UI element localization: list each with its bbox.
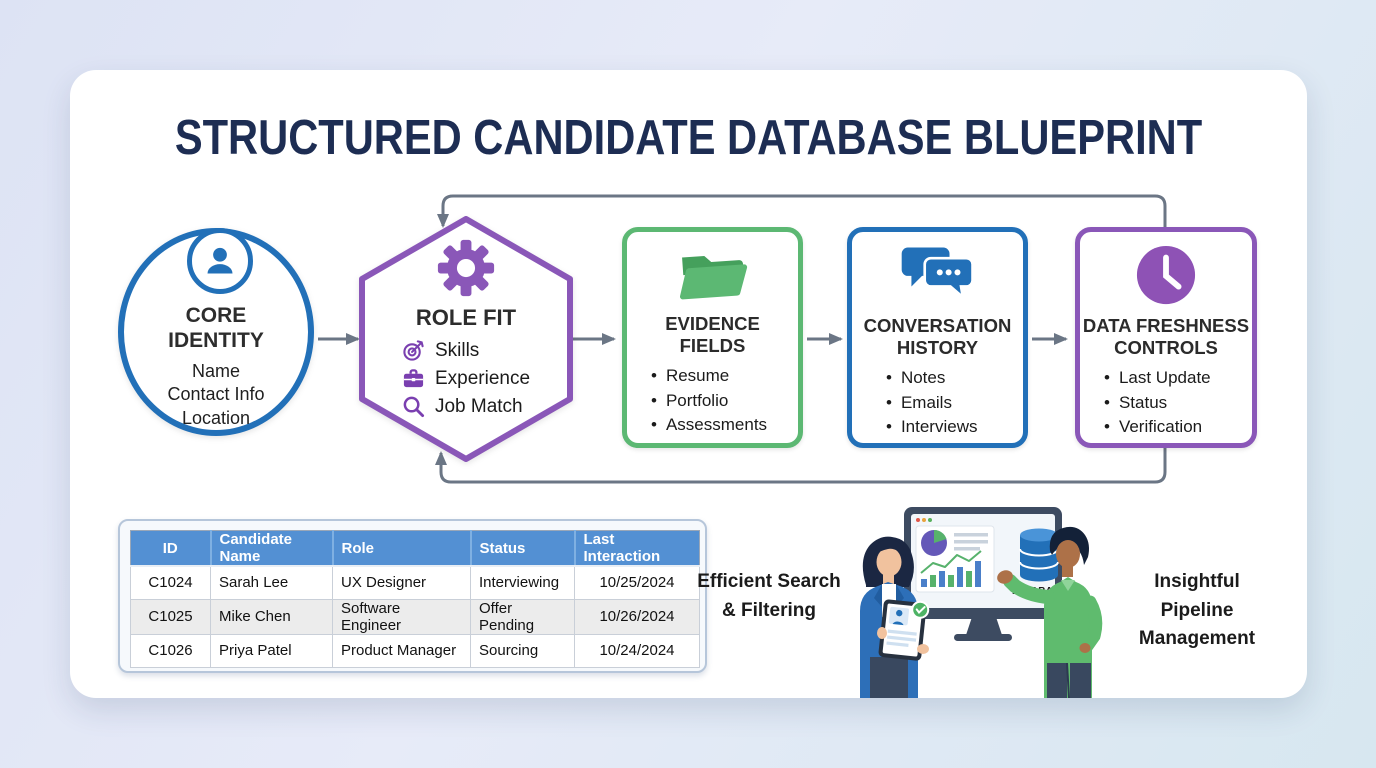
database-icon: [1019, 528, 1059, 582]
table-row: C1024 Sarah Lee UX Designer Interviewing…: [130, 565, 700, 600]
cell-role: UX Designer: [332, 565, 471, 600]
cell-id: C1024: [130, 565, 211, 600]
list-item: Experience: [402, 367, 530, 390]
monitor-graphic: DATABASE: [904, 507, 1066, 641]
list-item: Portfolio: [651, 389, 767, 413]
woman-figure: [860, 536, 930, 698]
node-items: Resume Portfolio Assessments: [651, 364, 767, 436]
list-item: Name: [191, 360, 240, 381]
man-figure: [997, 526, 1103, 698]
column-header-id: ID: [130, 530, 212, 567]
cell-id: C1025: [130, 598, 211, 635]
column-header-status: Status: [470, 530, 576, 567]
list-item: Emails: [886, 391, 977, 415]
node-items: Notes Emails Interviews: [886, 366, 978, 439]
cell-last-interaction: 10/24/2024: [574, 633, 700, 668]
tablet-graphic: [878, 599, 930, 661]
gear-icon: [437, 239, 495, 297]
node-title: ROLE FIT: [415, 305, 517, 330]
cell-status: Offer Pending: [470, 598, 575, 635]
list-item: Notes: [886, 366, 977, 390]
node-title: EVIDENCE FIELDS: [665, 313, 760, 357]
list-item: Location: [181, 408, 251, 429]
table-header-row: ID Candidate Name Role Status Last Inter…: [130, 530, 700, 567]
cell-id: C1026: [130, 633, 211, 668]
caption-efficient-search: Efficient Search & Filtering: [697, 571, 841, 621]
target-icon: [403, 340, 424, 361]
list-item: Status: [1104, 391, 1211, 415]
person-icon: [187, 228, 253, 294]
list-item: Resume: [651, 364, 767, 388]
list-item: Contact Info: [167, 384, 265, 405]
folder-icon: [679, 255, 747, 300]
node-data-freshness: DATA FRESHNESS CONTROLS Last Update Stat…: [1075, 227, 1257, 448]
blueprint-card: STRUCTURED CANDIDATE DATABASE BLUEPRINT …: [70, 70, 1307, 698]
node-title: CONVERSATION HISTORY: [863, 315, 1012, 359]
column-header-role: Role: [332, 530, 472, 567]
cell-role: Software Engineer: [332, 598, 471, 635]
column-header-candidate-name: Candidate Name: [210, 530, 334, 567]
list-item: Interviews: [886, 415, 978, 439]
table-row: C1025 Mike Chen Software Engineer Offer …: [130, 598, 700, 635]
node-items: Skills Experience Job: [402, 339, 530, 423]
column-header-last-interaction: Last Interaction: [574, 530, 700, 567]
bar-chart-graphic: [920, 550, 982, 587]
page-title: STRUCTURED CANDIDATE DATABASE BLUEPRINT: [174, 111, 1203, 165]
list-item: Last Update: [1104, 366, 1211, 390]
feedback-loop-top: [437, 194, 1167, 228]
briefcase-icon: [403, 369, 424, 388]
clock-icon: [1136, 245, 1196, 305]
cell-name: Priya Patel: [210, 633, 333, 668]
chat-icon: [901, 247, 974, 301]
node-title: CORE IDENTITY: [168, 304, 264, 352]
feedback-loop-bottom: [435, 448, 1167, 484]
node-evidence-fields: EVIDENCE FIELDS Resume Portfolio Assessm…: [622, 227, 803, 448]
candidate-table-panel: ID Candidate Name Role Status Last Inter…: [118, 519, 707, 673]
cell-name: Sarah Lee: [210, 565, 333, 600]
caption-insightful-pipeline: Insightful Pipeline Management: [1138, 571, 1256, 649]
list-item: Skills: [402, 339, 530, 362]
list-item: Assessments: [651, 413, 767, 437]
cell-role: Product Manager: [332, 633, 471, 668]
node-items: Last Update Status Verification: [1104, 366, 1211, 438]
recruiters-illustration: DATABASE: [860, 507, 1103, 698]
node-conversation-history: CONVERSATION HISTORY Notes Emails Interv…: [847, 227, 1028, 448]
list-item: Verification: [1104, 415, 1211, 439]
node-role-fit: ROLE FIT Skills: [356, 215, 576, 463]
cell-name: Mike Chen: [210, 598, 333, 635]
node-items: Name Contact Info Location: [167, 360, 264, 431]
list-item: Job Match: [402, 395, 530, 418]
table-row: C1026 Priya Patel Product Manager Sourci…: [130, 633, 700, 668]
node-core-identity: CORE IDENTITY Name Contact Info Location: [118, 228, 314, 436]
node-title: DATA FRESHNESS CONTROLS: [1082, 315, 1250, 359]
search-icon: [403, 396, 425, 418]
check-icon: [911, 600, 930, 619]
cell-last-interaction: 10/26/2024: [574, 598, 700, 635]
cell-status: Interviewing: [470, 565, 575, 600]
cell-status: Sourcing: [470, 633, 575, 668]
cell-last-interaction: 10/25/2024: [574, 565, 700, 600]
candidate-table: ID Candidate Name Role Status Last Inter…: [130, 530, 700, 668]
connector-arrows: [318, 194, 1167, 484]
